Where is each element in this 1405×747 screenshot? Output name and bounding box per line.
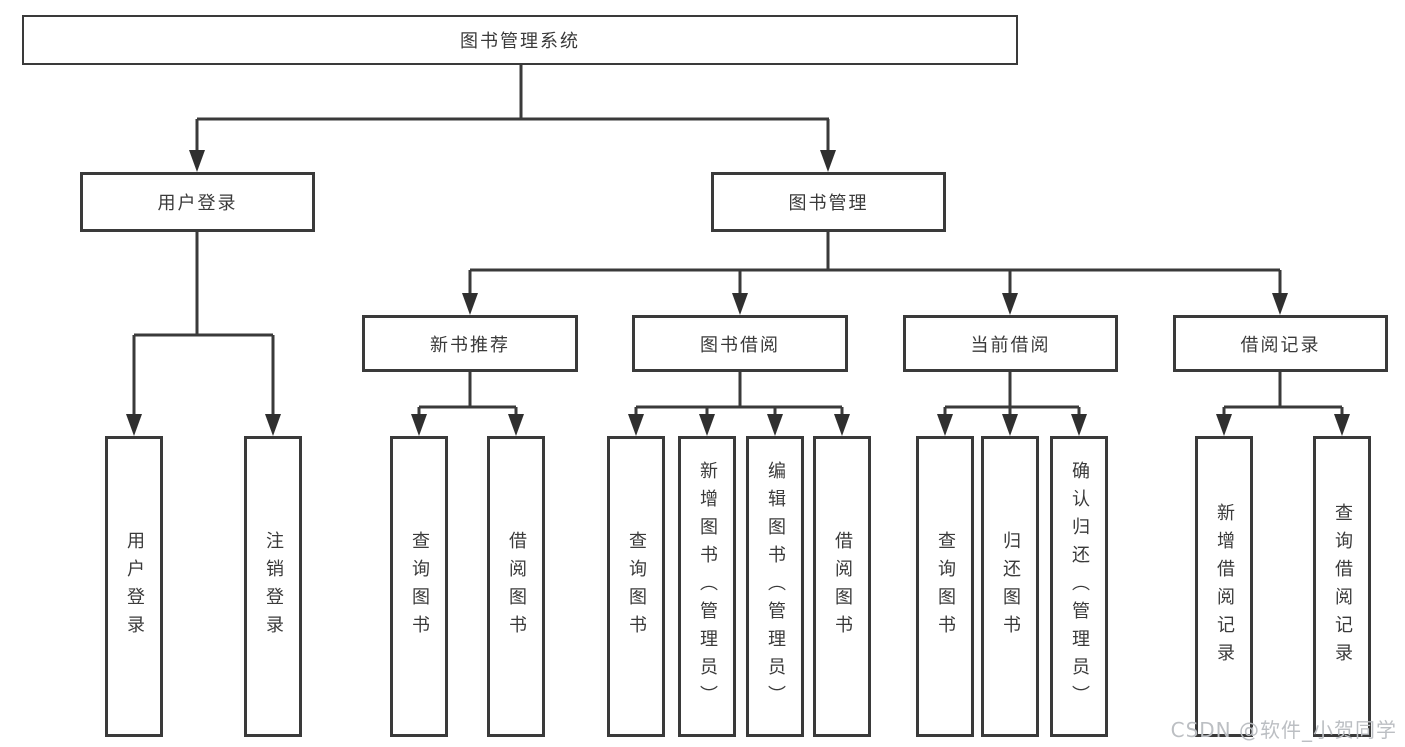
leaf-user-login: 用户登录 xyxy=(105,436,163,737)
node-current-borrow: 当前借阅 xyxy=(903,315,1118,372)
node-new-book-recommend: 新书推荐 xyxy=(362,315,578,372)
leaf-label: 新增图书（管理员） xyxy=(697,460,718,713)
connector-book-management-branch xyxy=(462,232,1288,315)
leaf-query-book-current: 查询图书 xyxy=(916,436,974,737)
leaf-label: 编辑图书（管理员） xyxy=(765,460,786,713)
leaf-query-book-recommend: 查询图书 xyxy=(390,436,448,737)
connector-current-borrow-branch xyxy=(937,372,1087,436)
csdn-watermark: CSDN @软件_小贺同学 xyxy=(1170,718,1397,742)
connector-borrow-record-branch xyxy=(1216,372,1350,436)
arrow-down-icon xyxy=(189,150,205,172)
arrow-down-icon xyxy=(732,293,748,315)
connector-root-to-level2 xyxy=(189,65,836,172)
leaf-label: 查询图书 xyxy=(409,530,430,643)
leaf-return-book: 归还图书 xyxy=(981,436,1039,737)
node-borrow-record: 借阅记录 xyxy=(1173,315,1388,372)
leaf-borrow-book: 借阅图书 xyxy=(813,436,871,737)
leaf-query-book-borrow: 查询图书 xyxy=(607,436,665,737)
leaf-label: 归还图书 xyxy=(1000,530,1021,643)
leaf-query-borrow-record: 查询借阅记录 xyxy=(1313,436,1371,737)
arrow-down-icon xyxy=(834,414,850,436)
arrow-down-icon xyxy=(265,414,281,436)
leaf-label: 用户登录 xyxy=(124,530,145,643)
leaf-confirm-return-admin: 确认归还（管理员） xyxy=(1050,436,1108,737)
arrow-down-icon xyxy=(126,414,142,436)
node-library-management-system: 图书管理系统 xyxy=(22,15,1018,65)
arrow-down-icon xyxy=(1272,293,1288,315)
arrow-down-icon xyxy=(1216,414,1232,436)
leaf-label: 查询图书 xyxy=(626,530,647,643)
leaf-logout: 注销登录 xyxy=(244,436,302,737)
arrow-down-icon xyxy=(1002,414,1018,436)
connector-user-login-branch xyxy=(126,232,281,436)
connector-book-borrow-branch xyxy=(628,372,850,436)
node-book-borrow: 图书借阅 xyxy=(632,315,848,372)
leaf-add-book-admin: 新增图书（管理员） xyxy=(678,436,736,737)
arrow-down-icon xyxy=(411,414,427,436)
leaf-borrow-book-recommend: 借阅图书 xyxy=(487,436,545,737)
arrow-down-icon xyxy=(937,414,953,436)
leaf-label: 借阅图书 xyxy=(832,530,853,643)
arrow-down-icon xyxy=(462,293,478,315)
leaf-label: 注销登录 xyxy=(263,530,284,643)
arrow-down-icon xyxy=(699,414,715,436)
arrow-down-icon xyxy=(767,414,783,436)
leaf-label: 查询借阅记录 xyxy=(1332,502,1353,671)
arrow-down-icon xyxy=(508,414,524,436)
leaf-label: 借阅图书 xyxy=(506,530,527,643)
arrow-down-icon xyxy=(1334,414,1350,436)
leaf-label: 查询图书 xyxy=(935,530,956,643)
arrow-down-icon xyxy=(820,150,836,172)
node-user-login: 用户登录 xyxy=(80,172,315,232)
leaf-label: 确认归还（管理员） xyxy=(1069,460,1090,713)
arrow-down-icon xyxy=(1071,414,1087,436)
connector-new-book-branch xyxy=(411,372,524,436)
leaf-label: 新增借阅记录 xyxy=(1214,502,1235,671)
node-book-management: 图书管理 xyxy=(711,172,946,232)
leaf-add-borrow-record: 新增借阅记录 xyxy=(1195,436,1253,737)
arrow-down-icon xyxy=(628,414,644,436)
arrow-down-icon xyxy=(1002,293,1018,315)
leaf-edit-book-admin: 编辑图书（管理员） xyxy=(746,436,804,737)
